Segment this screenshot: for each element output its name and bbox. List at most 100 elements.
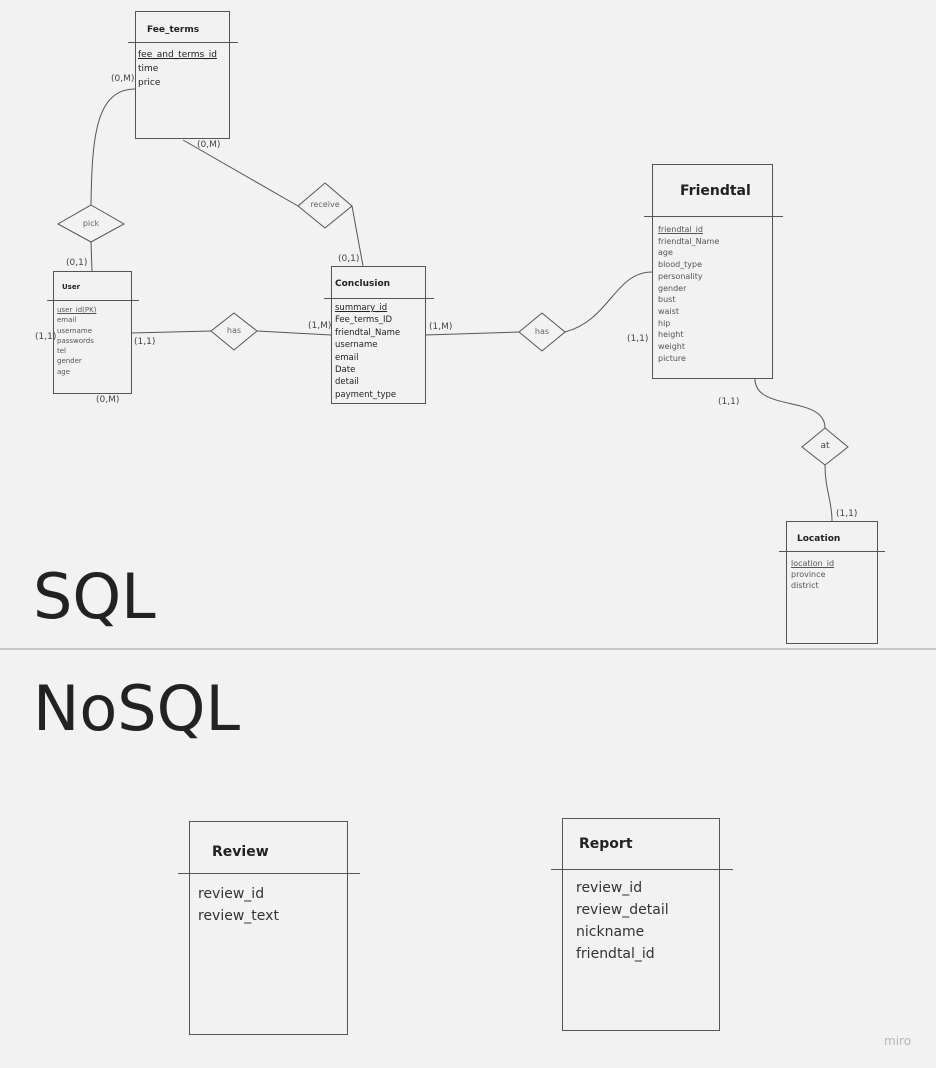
line-friendtal-at (754, 378, 826, 429)
attribute: review_id (576, 880, 643, 896)
entity-report[interactable]: Report review_id review_detail nickname fri… (551, 818, 733, 1031)
attribute: waist (658, 306, 679, 316)
has-friendtal-diamond (518, 312, 566, 352)
section-label-nosql: NoSQL (33, 672, 241, 745)
attribute: gender (658, 283, 687, 293)
primary-key-attribute: fee_and_terms_id (138, 50, 217, 60)
attribute: review_detail (576, 902, 669, 918)
entity-title: Report (579, 836, 633, 852)
attribute: tel (57, 347, 66, 356)
attribute: blood_type (658, 260, 703, 270)
attribute: detail (335, 377, 359, 388)
attribute-list: location_id province district (791, 558, 834, 591)
attribute: passwords (57, 336, 94, 345)
entity-divider (779, 551, 885, 552)
attribute: hip (658, 318, 671, 328)
attribute: age (658, 248, 673, 258)
entity-divider (178, 873, 360, 874)
card-user-bottom: (0,M) (96, 395, 120, 405)
attribute: picture (658, 353, 686, 363)
attribute: email (335, 352, 359, 363)
card-location-at: (1,1) (836, 509, 858, 519)
entity-title: Conclusion (335, 279, 391, 289)
entity-title: User (62, 283, 81, 291)
line-pick-user (90, 241, 93, 272)
entity-review[interactable]: Review review_id review_text (178, 821, 360, 1035)
line-receive-conclusion (351, 205, 364, 267)
line-user-has (130, 330, 212, 334)
rel-receive-label: receive (310, 200, 340, 209)
attribute: bust (658, 295, 676, 305)
attribute: review_text (198, 908, 279, 924)
attribute: friendtal_id (576, 946, 655, 962)
attribute: review_id (198, 886, 265, 902)
attribute: height (658, 330, 684, 340)
line-conclusion-has2 (424, 331, 520, 336)
attribute: time (138, 64, 159, 74)
attribute: district (791, 581, 819, 590)
attribute-list: review_id review_detail nickname friendtal_… (576, 877, 669, 965)
miro-watermark: miro (884, 1034, 912, 1048)
entity-title: Friendtal (680, 183, 751, 199)
entity-divider (644, 216, 783, 217)
rel-has-user-label: has (226, 326, 242, 335)
primary-key-attribute: summary_id (335, 303, 388, 313)
card-user-left: (1,1) (35, 332, 57, 342)
rel-pick-label: pick (82, 219, 100, 228)
entity-title: Fee_terms (147, 25, 200, 35)
attribute: payment_type (335, 389, 397, 400)
attribute: username (335, 340, 378, 351)
entity-divider (128, 42, 238, 43)
attribute: username (57, 326, 92, 335)
card-friendtal-at: (1,1) (718, 397, 740, 407)
entity-location[interactable]: Location location_id province district (779, 521, 885, 644)
line-has-conclusion (256, 330, 332, 336)
section-label-sql: SQL (33, 560, 156, 633)
has-user-diamond (210, 312, 258, 351)
line-fee-receive (182, 139, 299, 207)
attribute: price (138, 78, 161, 88)
attribute: email (57, 316, 77, 325)
pick-diamond (56, 204, 126, 243)
attribute: weight (658, 342, 685, 352)
attribute: nickname (576, 924, 645, 940)
line-has2-friendtal (564, 271, 653, 333)
entity-title: Review (212, 844, 269, 860)
card-user-has: (1,1) (134, 337, 156, 347)
attribute: gender (57, 357, 82, 366)
attribute: friendtal_Name (335, 327, 401, 338)
entity-title: Location (797, 534, 841, 544)
attribute: province (791, 570, 826, 579)
primary-key-attribute: location_id (791, 559, 835, 568)
attribute: age (57, 367, 71, 376)
receive-diamond (297, 182, 353, 229)
primary-key-attribute: user_id(PK) (57, 306, 97, 314)
rel-at-label: at (820, 441, 830, 451)
card-conclusion-has-right: (1,M) (429, 322, 453, 332)
at-diamond (801, 427, 849, 466)
entity-divider (47, 300, 139, 301)
entity-divider (551, 869, 733, 870)
card-conclusion-receive: (0,1) (338, 254, 360, 264)
attribute: personality (658, 271, 703, 281)
entity-divider (324, 298, 434, 299)
attribute: friendtal_Name (658, 236, 720, 246)
primary-key-attribute: friendtal_id (658, 225, 703, 234)
attribute: Date (335, 365, 356, 376)
attribute-list: review_id review_text (198, 883, 279, 927)
card-user-pick: (0,1) (66, 258, 88, 268)
card-conclusion-has-left: (1,M) (308, 321, 332, 331)
attribute: Fee_terms_ID (335, 315, 393, 326)
rel-has-friendtal-label: has (534, 327, 550, 336)
line-fee-pick (90, 88, 136, 206)
card-fee-pick: (0,M) (111, 74, 135, 84)
